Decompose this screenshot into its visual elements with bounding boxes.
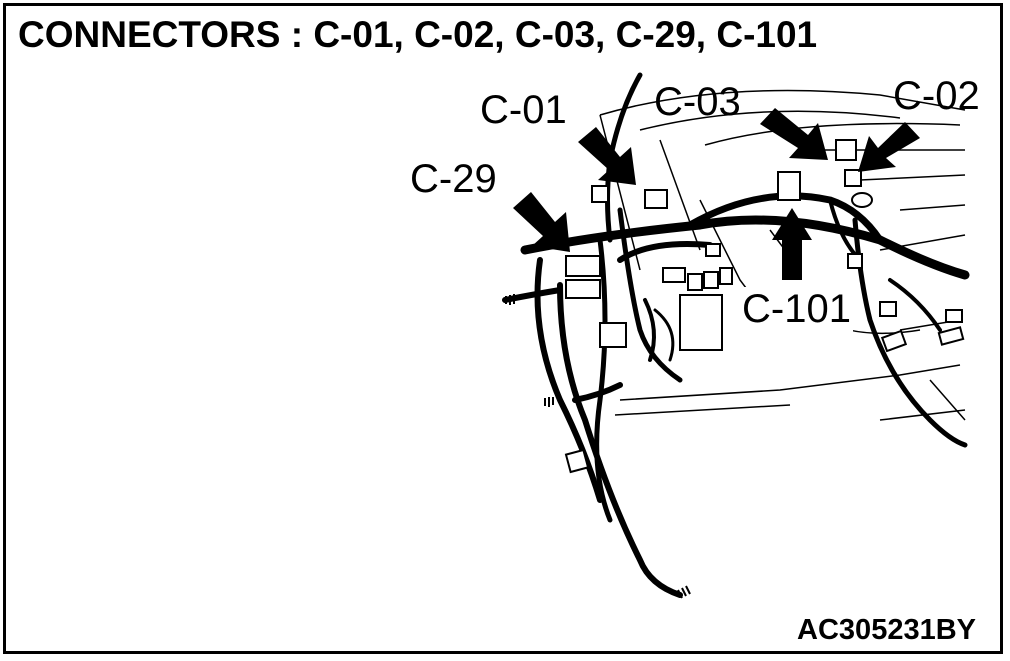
callout-arrows — [513, 108, 920, 280]
label-c29: C-29 — [410, 157, 497, 201]
connector-c29-lower — [565, 279, 601, 299]
arrow-c02 — [858, 122, 920, 172]
label-c03: C-03 — [654, 80, 741, 124]
figure-title: CONNECTORS : C-01, C-02, C-03, C-29, C-1… — [18, 14, 818, 55]
label-c101: C-101 — [740, 287, 853, 332]
label-c02: C-02 — [893, 74, 980, 118]
connector-c29-upper — [565, 255, 601, 277]
arrow-c101 — [772, 208, 812, 280]
connector-shapes — [564, 139, 965, 474]
arrow-c01 — [578, 127, 636, 185]
connector-lower — [564, 448, 590, 474]
label-c01: C-01 — [480, 88, 567, 132]
connector-c03 — [835, 139, 857, 161]
connector-c02-round — [851, 192, 873, 208]
relay-box — [679, 294, 723, 351]
connector-c101 — [777, 171, 801, 201]
connector-small-a — [591, 185, 609, 203]
figure-code: AC305231BY — [797, 614, 976, 646]
harness-cables — [502, 72, 970, 598]
arrow-c03 — [760, 108, 828, 160]
connector-c01 — [644, 189, 668, 209]
connector-mid — [599, 322, 627, 348]
connector-cluster-1 — [662, 267, 686, 283]
wire-ends — [505, 294, 691, 599]
arrow-c29 — [513, 192, 570, 252]
connector-c02 — [844, 169, 862, 187]
